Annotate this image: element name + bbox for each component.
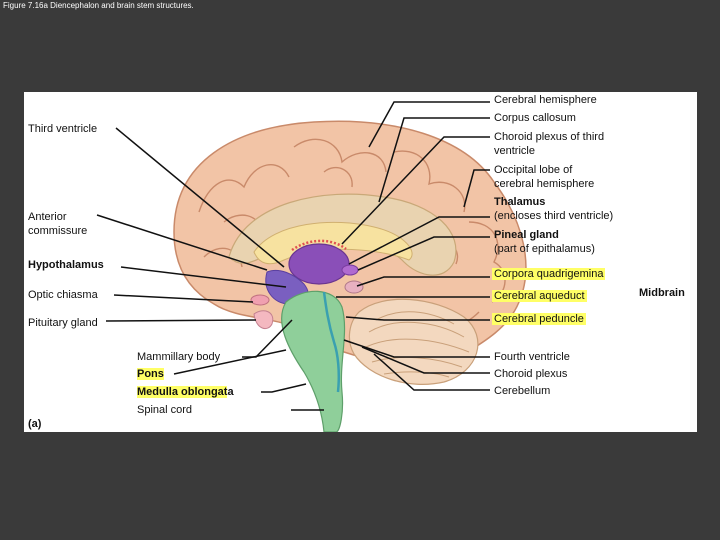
corpora-quadrigemina-shape — [344, 280, 364, 294]
leader-lines — [96, 101, 490, 411]
label-cerebellum: Cerebellum — [494, 385, 551, 397]
label-choroid-plexus-third-line2: ventricle — [494, 145, 535, 157]
label-pineal-gland: Pineal gland — [494, 229, 559, 241]
cerebral-aqueduct-shape — [322, 291, 341, 393]
brain-figure: Third ventricle Anterior commissure Hypo… — [24, 92, 697, 432]
choroid-plexus-third-shape — [291, 239, 347, 252]
label-anterior-commissure-line2: commissure — [28, 225, 88, 237]
label-medulla-oblongata: Medulla oblongata — [137, 385, 234, 400]
label-choroid-plexus-third-line1: Choroid plexus of third — [494, 131, 605, 143]
label-pons: Pons — [137, 367, 164, 382]
label-spinal-cord: Spinal cord — [137, 404, 193, 416]
pituitary-gland-shape — [253, 310, 274, 330]
label-thalamus-note: (encloses third ventricle) — [494, 210, 614, 222]
label-pons-text: Pons — [137, 368, 164, 380]
label-panel-letter: (a) — [28, 418, 42, 430]
label-third-ventricle: Third ventricle — [28, 123, 98, 135]
label-medulla-oblongata-suffix: a — [227, 386, 234, 398]
brain-illustration — [96, 101, 527, 432]
brainstem-shape — [281, 290, 346, 432]
label-mammillary-body: Mammillary body — [137, 351, 221, 363]
label-choroid-plexus: Choroid plexus — [494, 368, 568, 380]
label-cerebral-aqueduct: Cerebral aqueduct — [492, 289, 587, 304]
label-optic-chiasma: Optic chiasma — [28, 289, 98, 301]
label-pineal-note: (part of epithalamus) — [494, 243, 595, 255]
label-hypothalamus: Hypothalamus — [28, 259, 104, 271]
label-cerebral-hemisphere: Cerebral hemisphere — [494, 94, 597, 106]
pineal-gland-shape — [341, 264, 359, 276]
label-thalamus: Thalamus — [494, 196, 546, 208]
label-cerebral-peduncle: Cerebral peduncle — [492, 312, 586, 327]
optic-chiasma-shape — [250, 294, 270, 306]
label-anterior-commissure-line1: Anterior — [28, 211, 67, 223]
label-corpus-callosum: Corpus callosum — [494, 112, 576, 124]
label-corpora-quadrigemina: Corpora quadrigemina — [492, 267, 606, 282]
label-cerebral-peduncle-text: Cerebral peduncle — [492, 313, 586, 325]
thalamus-shape — [288, 243, 350, 285]
label-cerebral-aqueduct-text: Cerebral aqueduct — [492, 290, 587, 302]
label-fourth-ventricle: Fourth ventricle — [494, 351, 570, 363]
label-corpora-quadrigemina-text: Corpora quadrigemina — [492, 268, 606, 280]
slide-title: Figure 7.16a Diencephalon and brain stem… — [3, 1, 194, 10]
label-midbrain: Midbrain — [636, 286, 688, 300]
label-occipital-lobe-line1: Occipital lobe of — [494, 164, 573, 176]
label-occipital-lobe-line2: cerebral hemisphere — [494, 178, 595, 190]
label-medulla-oblongata-text: Medulla oblongat — [137, 386, 228, 398]
label-pituitary-gland: Pituitary gland — [28, 317, 98, 329]
